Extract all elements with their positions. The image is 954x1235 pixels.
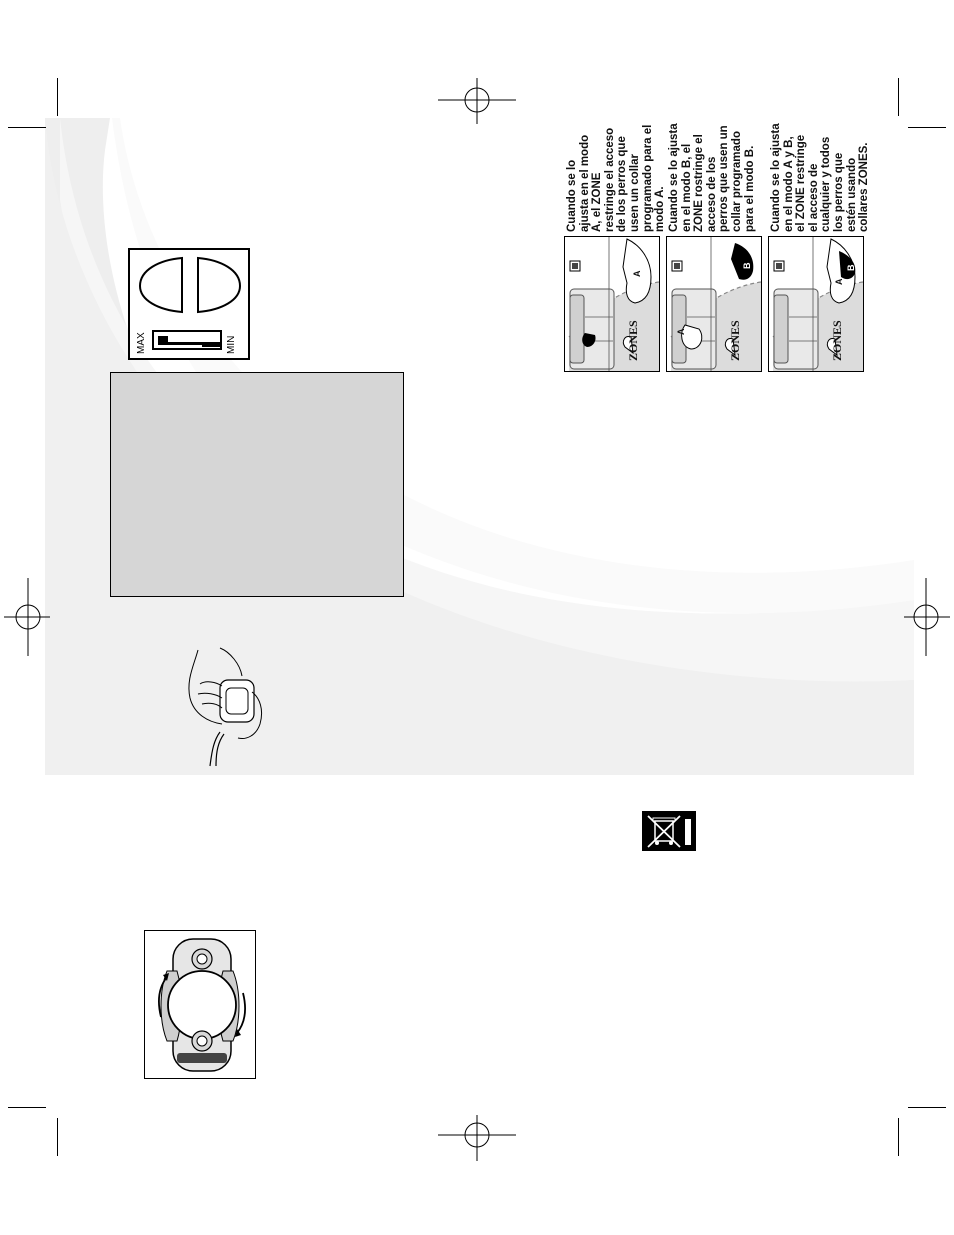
- collar-a-label-2: A: [676, 328, 686, 336]
- collar-b-label-2: B: [742, 262, 752, 270]
- registration-mark-left: [4, 578, 50, 656]
- registration-mark-top: [438, 78, 516, 124]
- gray-content-box: [110, 372, 404, 597]
- zone-mode-b-description: Cuando se lo ajusta en el modo B, el ZON…: [668, 123, 756, 232]
- collar-b-label-3: B: [846, 264, 856, 272]
- zone-mode-a-description: Cuando se lo ajusta en el modo A, el ZON…: [566, 124, 667, 232]
- zone-logo-1: ZONES: [626, 320, 640, 361]
- mode-ab-scene-illustration: [772, 237, 863, 371]
- zone-mode-b-panel: ZONES A B: [666, 236, 762, 372]
- registration-mark-right: [904, 578, 950, 656]
- zone-logo-2: ZONES: [728, 320, 742, 361]
- zone-mode-ab-panel: ZONES A B: [768, 236, 864, 372]
- slider-max-label: MAX: [136, 332, 147, 354]
- unit-rotation-illustration: [144, 930, 256, 1079]
- collar-a-label-1: A: [632, 270, 642, 278]
- slider-min-label: MIN: [226, 335, 237, 354]
- weee-recycling-icon: [642, 811, 696, 851]
- range-dial-illustration: MAX MIN: [128, 248, 250, 360]
- zone-logo-3: ZONES: [830, 320, 844, 361]
- hand-holding-unit-illustration: [188, 647, 263, 767]
- mode-buttons-icon: [138, 256, 242, 314]
- zone-mode-a-panel: ZONES A: [564, 236, 660, 372]
- collar-a-label-3: A: [834, 278, 844, 286]
- mode-a-scene-illustration: [568, 237, 659, 371]
- zone-mode-ab-description: Cuando se lo ajusta en el modo A y B, el…: [770, 123, 871, 232]
- range-slider-icon: [152, 330, 222, 350]
- registration-mark-bottom: [438, 1115, 516, 1161]
- mode-b-scene-illustration: [670, 237, 761, 371]
- unit-rotate-icon: [158, 938, 246, 1072]
